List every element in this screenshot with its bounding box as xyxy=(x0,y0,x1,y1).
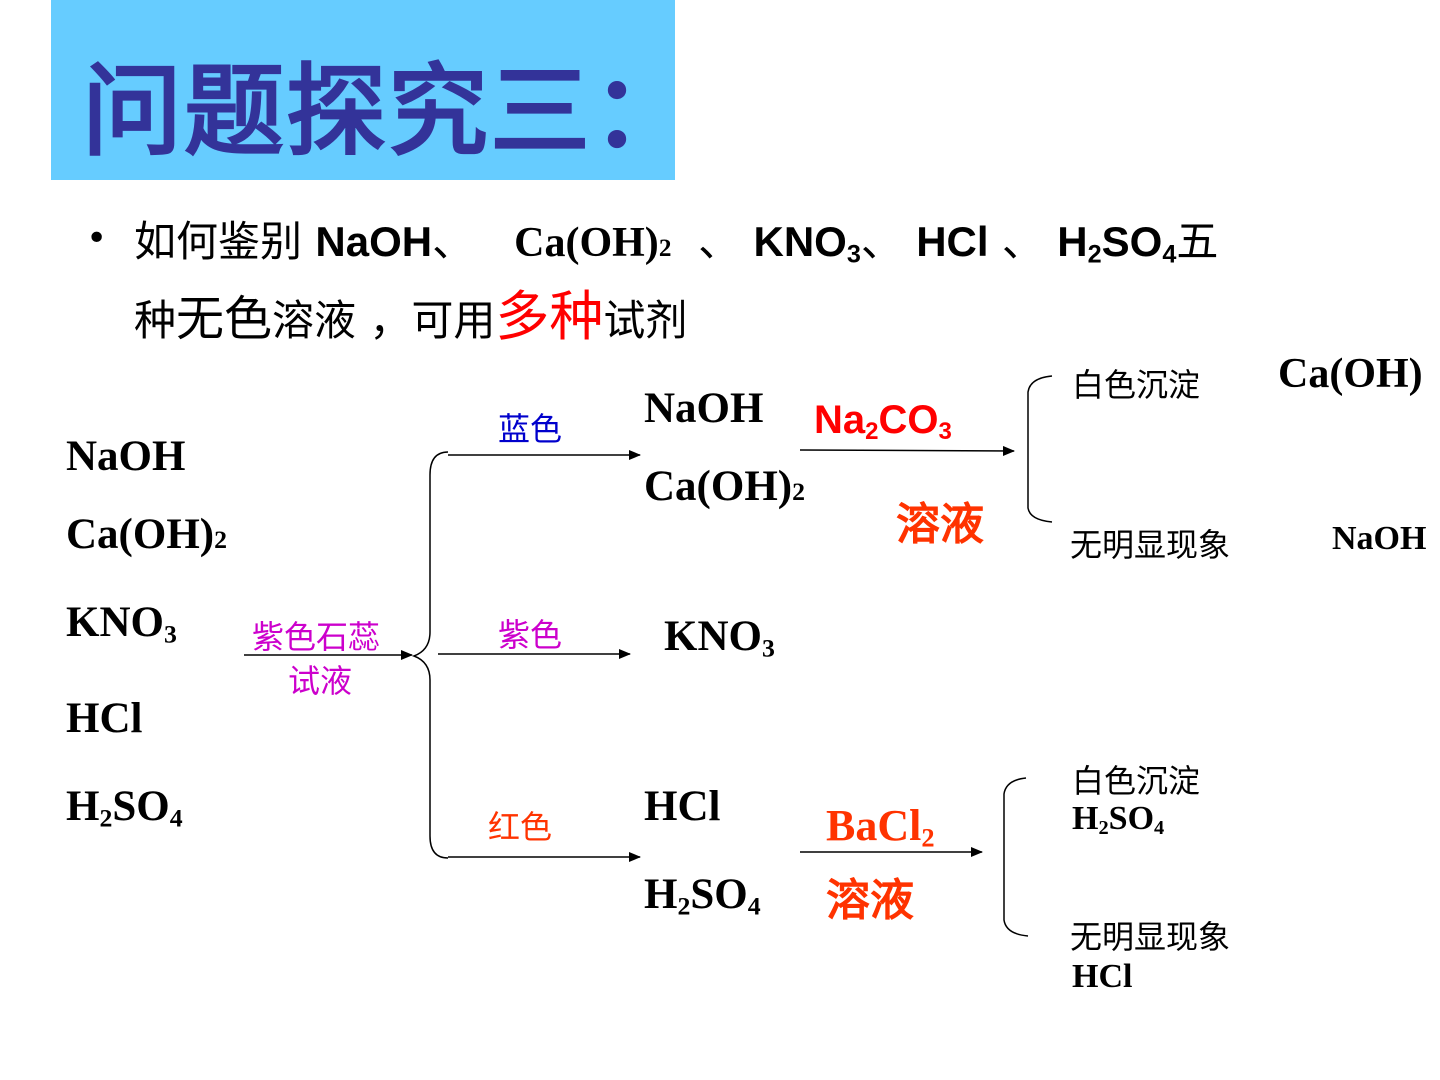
separator: 、 xyxy=(1001,217,1044,266)
question-line-1: 如何鉴别 NaOH、 Ca(OH)2 、 KNO3、 HCl 、 H2SO4五 xyxy=(134,208,1218,269)
question-text: 试剂 xyxy=(603,296,688,345)
result1-naoh: NaOH xyxy=(1332,520,1427,557)
question-text: 五 xyxy=(1176,217,1219,266)
left-kno3: KNO3 xyxy=(66,598,177,649)
formula-kno3-base: KNO xyxy=(753,218,847,265)
left-naoh: NaOH xyxy=(66,433,186,480)
branch-label-red: 红色 xyxy=(488,808,553,846)
left-h2so4-so: SO xyxy=(112,783,170,830)
result1-no-change: 无明显现象 xyxy=(1070,526,1231,564)
group2-kno3: KNO3 xyxy=(664,612,775,663)
group1-caoh2-base: Ca(OH) xyxy=(644,463,793,510)
group3-h2so4: H2SO4 xyxy=(644,870,761,921)
reagent-na2co3-sub1: 2 xyxy=(865,418,879,445)
left-h2so4: H2SO4 xyxy=(66,782,183,833)
formula-h2so4-sub2: 4 xyxy=(1162,240,1177,269)
reagent-bacl2-base: BaCl xyxy=(826,801,922,850)
result1-white-precipitate: 白色沉淀 xyxy=(1072,366,1201,404)
left-caoh2-sub: 2 xyxy=(214,525,227,554)
left-hcl: HCl xyxy=(66,695,143,742)
question-text: 种 xyxy=(134,296,177,345)
brace-main xyxy=(411,451,449,859)
left-caoh2-base: Ca(OH) xyxy=(66,511,215,558)
left-h2so4-h: H xyxy=(66,783,100,830)
group3-hcl: HCl xyxy=(644,783,721,830)
group1-caoh2: Ca(OH)2 xyxy=(644,462,805,511)
left-h2so4-sub1: 2 xyxy=(99,803,113,833)
formula-kno3: KNO3 xyxy=(753,218,861,269)
left-kno3-base: KNO xyxy=(66,599,164,646)
reagent-litmus-line1: 紫色石蕊 xyxy=(252,618,381,656)
separator: 、 xyxy=(860,217,903,266)
result2-white-precipitate: 白色沉淀 xyxy=(1072,762,1201,800)
formula-hcl: HCl xyxy=(916,218,989,265)
reagent-litmus-line2: 试液 xyxy=(288,662,353,700)
result2-hcl: HCl xyxy=(1072,958,1133,995)
group3-h2so4-sub1: 2 xyxy=(677,891,691,921)
reagent-bacl2: BaCl2 xyxy=(826,800,935,854)
result2-h2so4-so: SO xyxy=(1108,800,1155,837)
bracket-result1 xyxy=(1027,375,1053,523)
reagent-na2co3-sub2: 3 xyxy=(938,418,952,445)
left-h2so4-sub2: 4 xyxy=(169,803,183,833)
separator: 、 xyxy=(698,217,741,266)
result2-h2so4-sub1: 2 xyxy=(1098,817,1109,840)
result2-h2so4-sub2: 4 xyxy=(1154,817,1165,840)
result2-h2so4: H2SO4 xyxy=(1072,800,1164,840)
group3-h2so4-sub2: 4 xyxy=(747,891,761,921)
reagent-na2co3-na: Na xyxy=(814,398,866,442)
formula-h2so4: H2SO4 xyxy=(1057,218,1177,269)
reagent-na2co3: Na2CO3 xyxy=(814,398,952,446)
result1-caoh2: Ca(OH) xyxy=(1278,351,1423,397)
emphasis-text: 多种 xyxy=(495,285,604,348)
formula-h2so4-sub1: 2 xyxy=(1087,240,1102,269)
reagent-bacl2-solution: 溶液 xyxy=(826,875,914,926)
formula-caoh2-base: Ca(OH) xyxy=(514,220,659,266)
reagent-na2co3-solution: 溶液 xyxy=(896,499,984,550)
branch-label-purple: 紫色 xyxy=(498,616,563,654)
reagent-na2co3-co: CO xyxy=(878,398,939,442)
formula-naoh: NaOH xyxy=(315,218,433,265)
left-caoh2: Ca(OH)2 xyxy=(66,510,227,559)
group3-h2so4-h: H xyxy=(644,871,678,918)
result2-h2so4-h: H xyxy=(1072,800,1099,837)
group1-caoh2-sub: 2 xyxy=(792,477,805,506)
question-text: 溶液 xyxy=(272,296,357,345)
group2-kno3-base: KNO xyxy=(664,613,762,660)
arrow-na2co3 xyxy=(799,445,1015,456)
bullet-icon: • xyxy=(86,218,108,259)
question-text: 无色 xyxy=(176,291,273,347)
question-text: 如何鉴别 xyxy=(134,217,303,266)
result2-no-change: 无明显现象 xyxy=(1070,918,1231,956)
page-title: 问题探究三： xyxy=(82,53,694,170)
question-line-2: 种无色溶液 ，可用多种试剂 xyxy=(134,272,687,351)
title-banner xyxy=(51,0,675,180)
branch-label-blue: 蓝色 xyxy=(498,410,563,448)
formula-caoh2-sub: 2 xyxy=(658,235,672,262)
group1-naoh: NaOH xyxy=(644,385,764,432)
formula-kno3-sub: 3 xyxy=(846,240,861,269)
left-kno3-sub: 3 xyxy=(163,619,177,649)
formula-h2so4-so: SO xyxy=(1101,218,1163,265)
reagent-bacl2-sub: 2 xyxy=(921,822,935,853)
bracket-result2 xyxy=(1003,777,1029,937)
formula-h2so4-h: H xyxy=(1057,218,1088,265)
formula-caoh2: Ca(OH)2 xyxy=(514,220,671,266)
group3-h2so4-so: SO xyxy=(690,871,748,918)
group2-kno3-sub: 3 xyxy=(761,633,775,663)
separator: 、 xyxy=(432,217,475,266)
question-text: ，可用 xyxy=(369,296,496,345)
